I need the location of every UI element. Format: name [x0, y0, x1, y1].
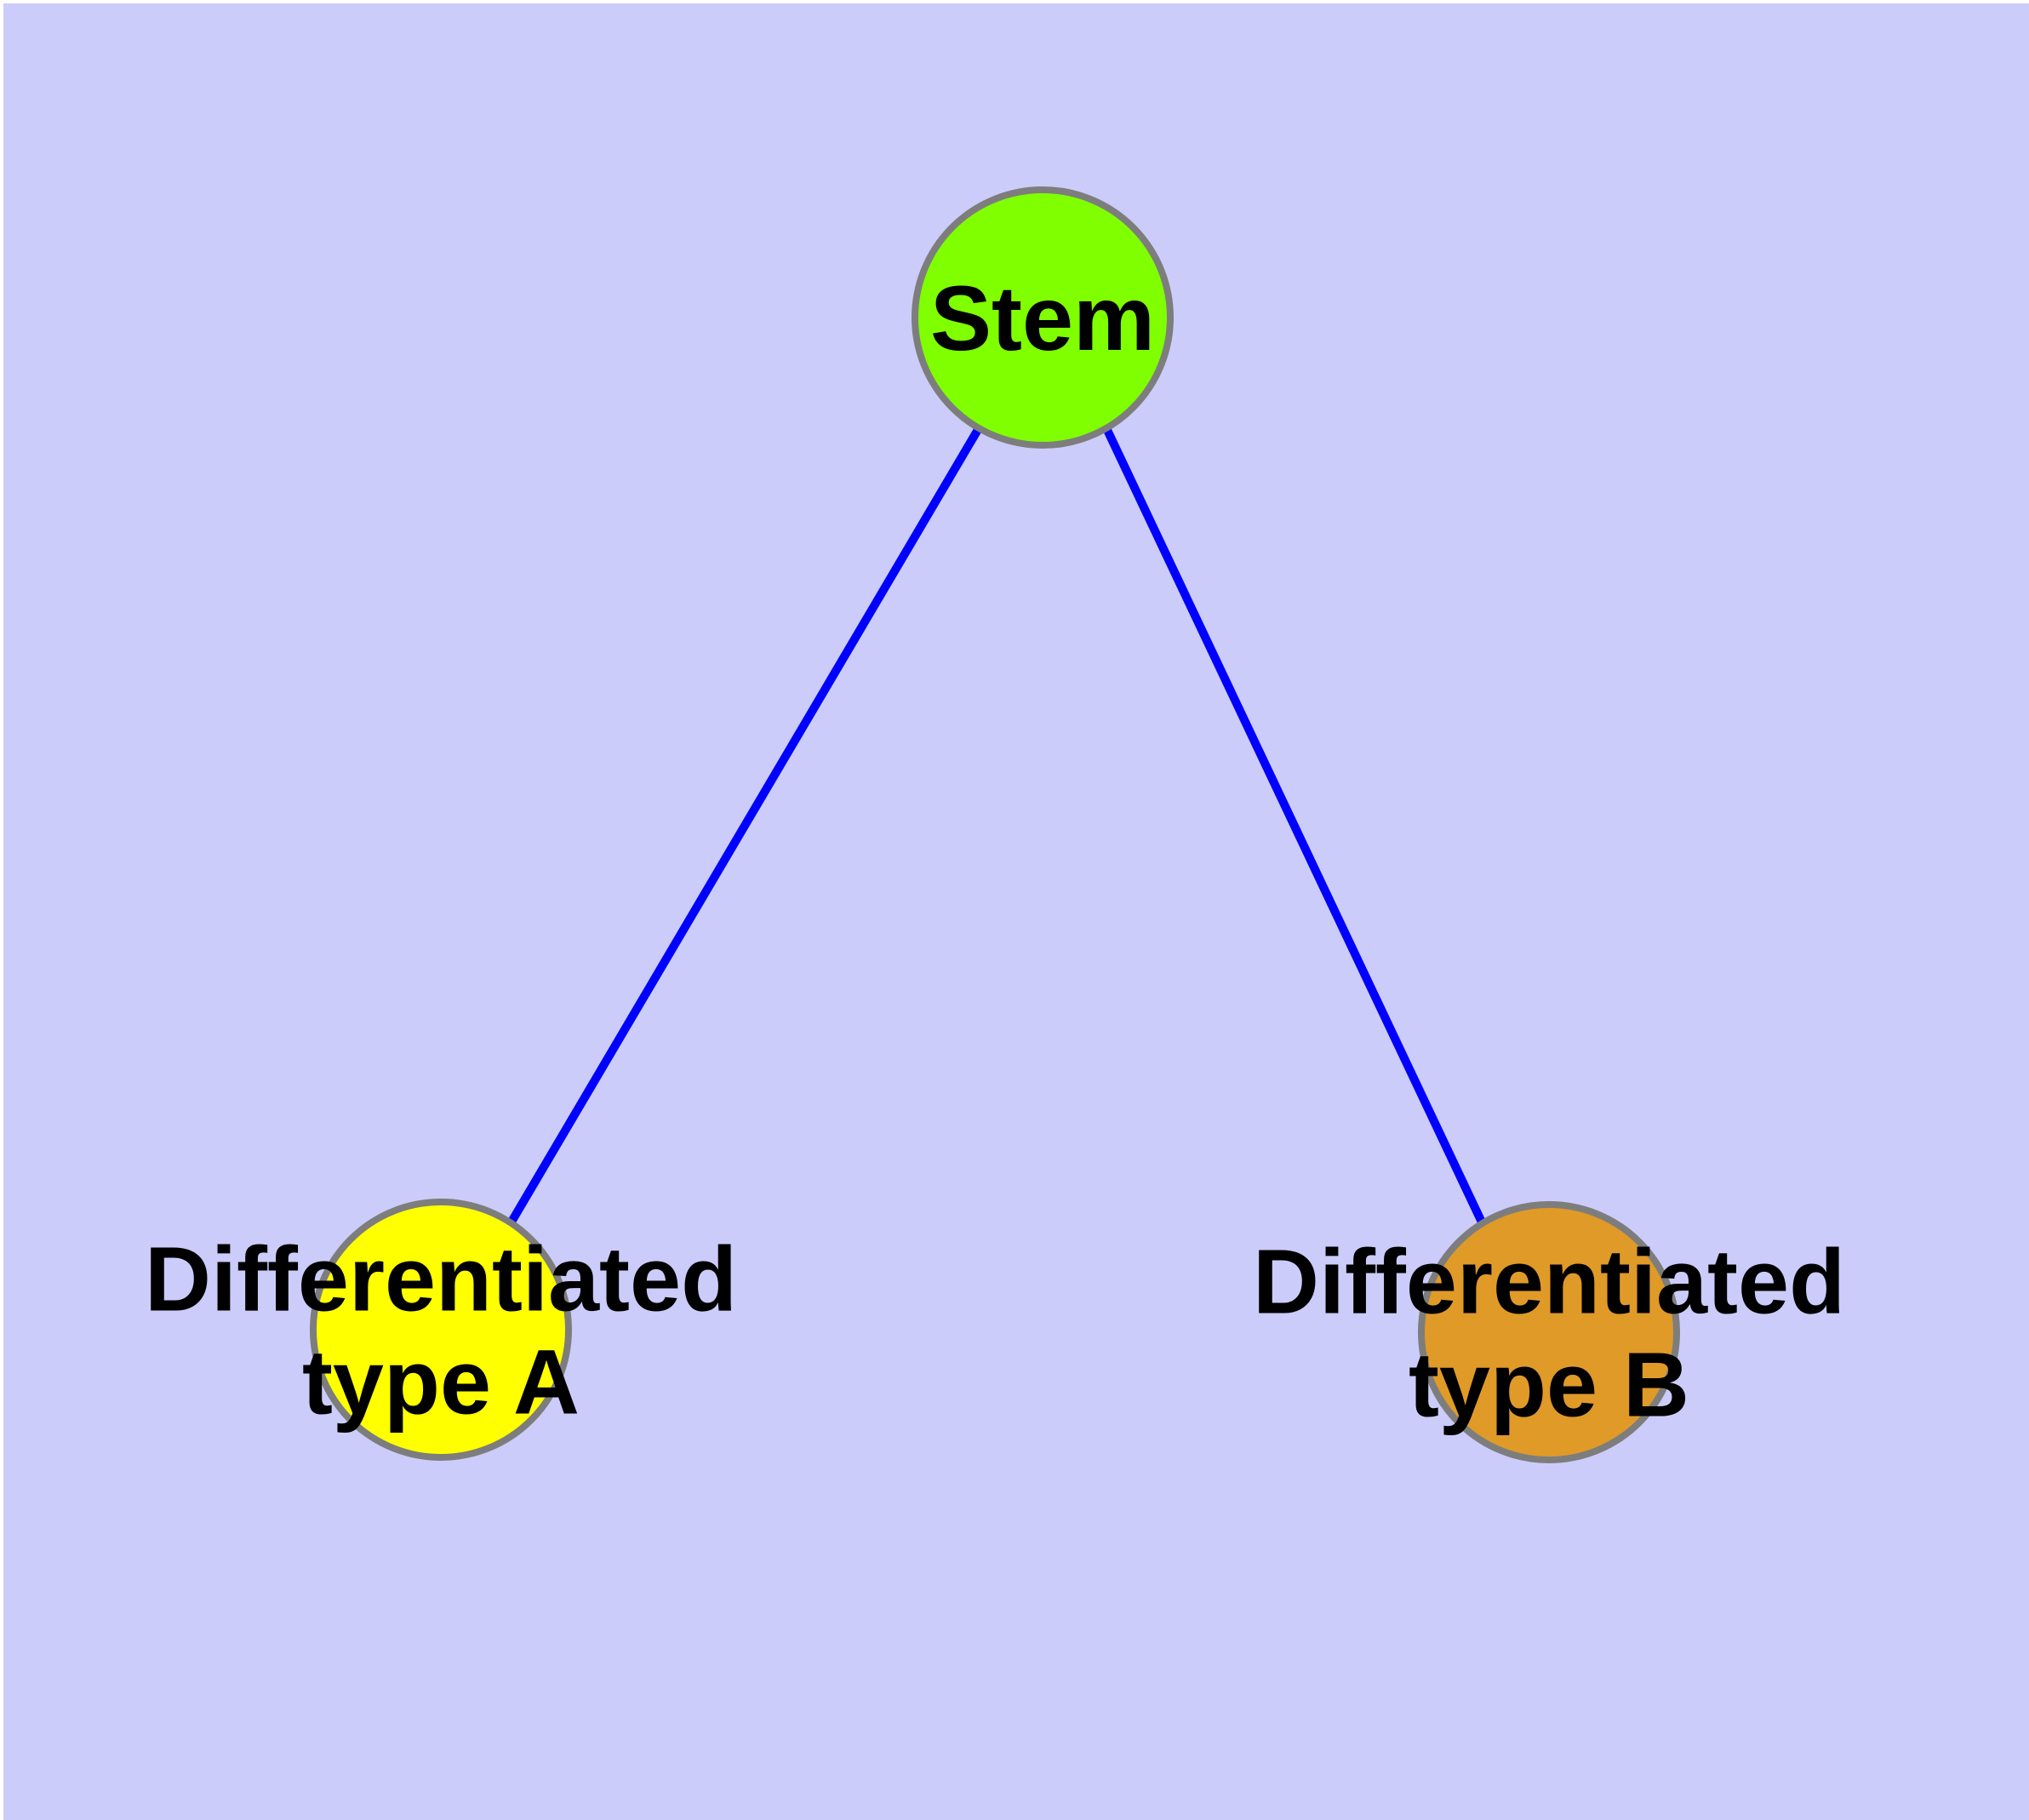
node-stem-circle[interactable]	[912, 186, 1174, 449]
node-differentiated-type-b-circle[interactable]	[1418, 1201, 1680, 1463]
node-stem[interactable]: Stem	[912, 186, 1174, 449]
node-stem-label: Stem	[930, 266, 1155, 369]
edge-stem-to-differentiated-type-a[interactable]	[506, 426, 983, 1226]
edge-stem-to-differentiated-type-b[interactable]	[1102, 426, 1489, 1230]
node-differentiated-type-a-circle[interactable]	[310, 1199, 572, 1461]
edge-layer	[506, 426, 1489, 1230]
